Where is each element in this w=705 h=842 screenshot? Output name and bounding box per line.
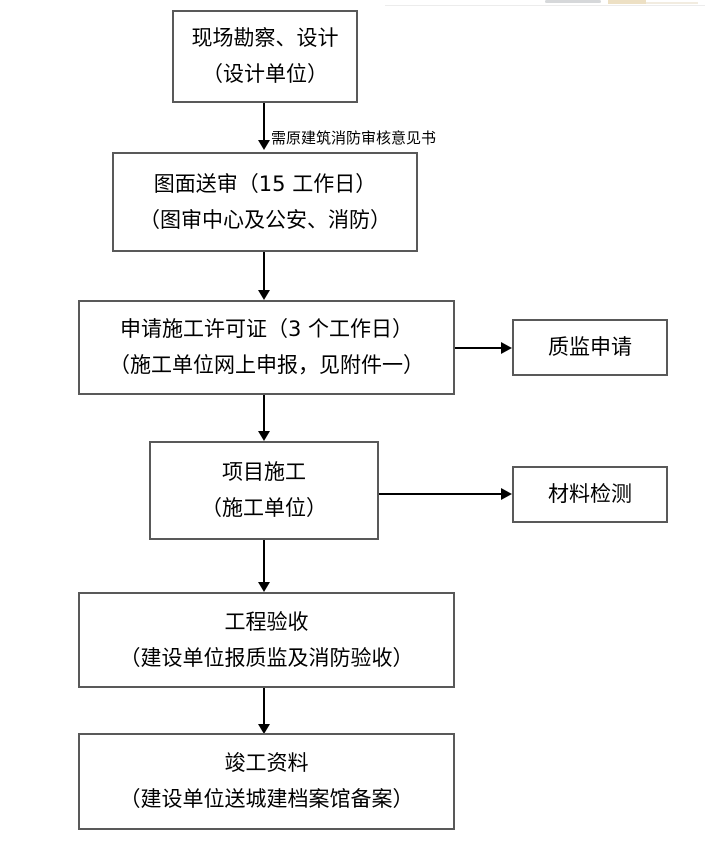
node-material-testing-label: 材料检测 xyxy=(548,482,632,507)
connector-2-to-3-line xyxy=(263,252,265,292)
node-project-construction-line2: （施工单位） xyxy=(201,496,327,520)
node-completion-documents-line1: 竣工资料 xyxy=(224,751,309,776)
node-completion-documents: 竣工资料 （建设单位送城建档案馆备案） xyxy=(78,733,455,830)
node-project-acceptance-line2: （建设单位报质监及消防验收） xyxy=(119,645,414,670)
node-project-acceptance: 工程验收 （建设单位报质监及消防验收） xyxy=(78,592,455,688)
node-drawing-review: 图面送审（15 工作日） （图审中心及公安、消防） xyxy=(112,152,418,252)
node-site-survey-design-line1: 现场勘察、设计 xyxy=(191,26,339,51)
node-project-construction: 项目施工 （施工单位） xyxy=(149,441,379,540)
connector-1-to-2-line xyxy=(263,103,265,143)
connector-4-to-5-line xyxy=(263,540,265,584)
connector-5-to-6-line xyxy=(263,688,265,726)
connector-construction-to-material-arrowhead xyxy=(501,488,512,500)
node-construction-permit-line2: （施工单位网上申报，见附件一） xyxy=(109,353,424,377)
node-project-construction-line1: 项目施工 xyxy=(222,460,306,485)
connector-4-to-5-arrowhead xyxy=(258,582,270,592)
node-project-acceptance-line1: 工程验收 xyxy=(224,609,309,634)
connector-1-to-2-arrowhead xyxy=(258,140,270,150)
connector-permit-to-quality-line xyxy=(455,347,505,349)
node-quality-supervision-application-label: 质监申请 xyxy=(548,335,632,360)
node-material-testing: 材料检测 xyxy=(512,466,668,523)
node-site-survey-design-line2: （设计单位） xyxy=(202,62,328,86)
node-completion-documents-line2: （建设单位送城建档案馆备案） xyxy=(119,787,414,811)
node-drawing-review-line1: 图面送审（15 工作日） xyxy=(153,171,377,196)
connector-3-to-4-line xyxy=(263,395,265,433)
edge-note-fire-review-opinion: 需原建筑消防审核意见书 xyxy=(271,129,437,147)
node-site-survey-design: 现场勘察、设计 （设计单位） xyxy=(172,10,358,103)
node-quality-supervision-application: 质监申请 xyxy=(512,319,668,376)
connector-5-to-6-arrowhead xyxy=(258,724,270,734)
node-drawing-review-line2: （图审中心及公安、消防） xyxy=(139,207,391,232)
node-construction-permit: 申请施工许可证（3 个工作日） （施工单位网上申报，见附件一） xyxy=(78,300,455,395)
node-construction-permit-line1: 申请施工许可证（3 个工作日） xyxy=(119,317,414,342)
connector-permit-to-quality-arrowhead xyxy=(501,342,512,354)
connector-construction-to-material-line xyxy=(379,493,505,495)
connector-3-to-4-arrowhead xyxy=(258,431,270,441)
connector-2-to-3-arrowhead xyxy=(258,290,270,300)
